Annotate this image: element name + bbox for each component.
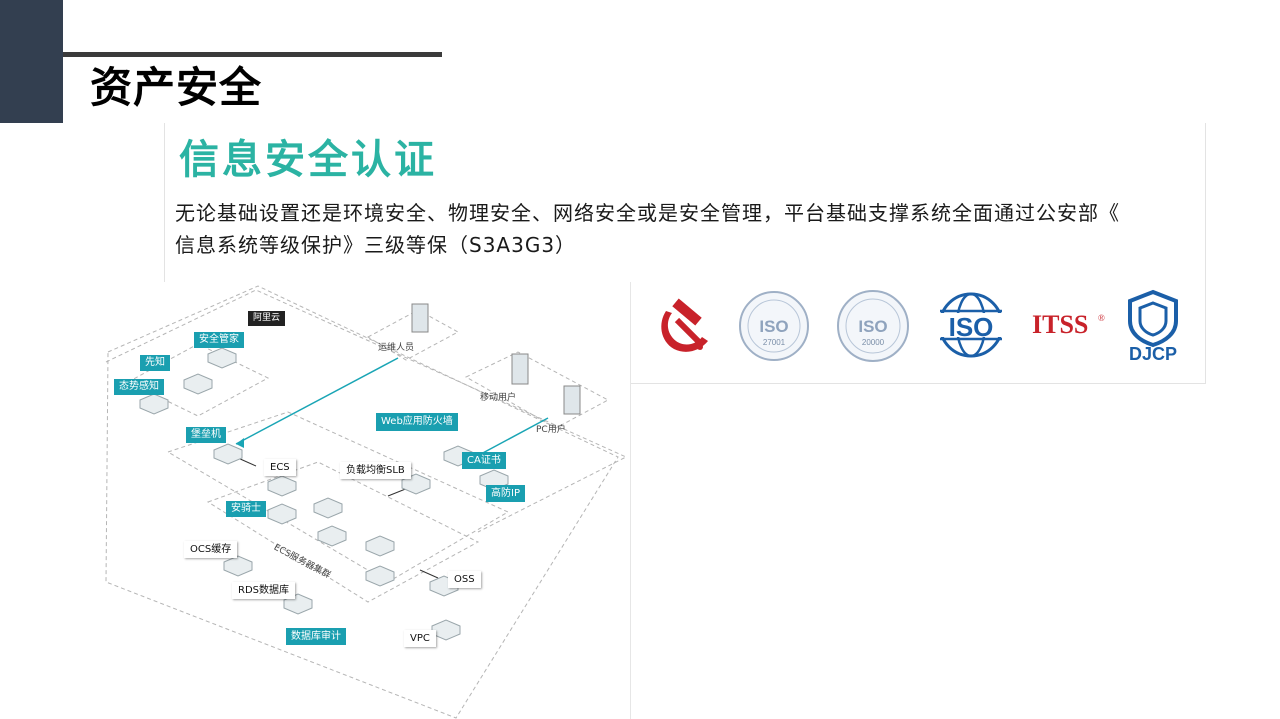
iso-27001-number: 27001 (763, 338, 786, 347)
tag-waf: Web应用防火墙 (376, 413, 458, 431)
itss-logo: ITSS ® (1030, 307, 1110, 345)
tag-db-audit: 数据库审计 (286, 628, 346, 645)
iso-20000-number: 20000 (862, 338, 885, 347)
iso-27001-badge: ISO 27001 (738, 289, 810, 367)
itss-trademark: ® (1098, 313, 1105, 323)
hammer-sickle-icon (652, 293, 714, 357)
djcp-logo: DJCP (1124, 289, 1182, 367)
label-vpc: VPC (404, 630, 436, 647)
pc-user-label: PC用户 (536, 425, 566, 435)
info-body: 无论基础设置还是环境安全、物理安全、网络安全或是安全管理，平台基础支撑系统全面通… (175, 197, 1205, 261)
iso-globe-logo: ISO (934, 291, 1008, 363)
label-ecs: ECS (264, 459, 296, 476)
tag-xianzhi: 先知 (140, 355, 170, 371)
info-heading: 信息安全认证 (179, 137, 437, 183)
tag-anquan-guanjia: 安全管家 (194, 332, 244, 348)
tag-anqishang: 安骑士 (226, 501, 266, 517)
mobile-user-label: 移动用户 (480, 393, 517, 403)
ops-label: 运维人员 (378, 343, 415, 353)
tag-taishi-ganzhi: 态势感知 (114, 379, 164, 395)
corner-decoration-block (0, 0, 63, 123)
label-rds: RDS数据库 (232, 582, 295, 599)
diagram-lines (105, 285, 628, 719)
iso-text: ISO (949, 312, 994, 342)
label-oss: OSS (448, 571, 481, 588)
info-body-line-2: 信息系统等级保护》三级等保（S3A3G3） (175, 233, 577, 257)
label-ocs: OCS缓存 (184, 541, 238, 558)
tag-gaofang-ip: 高防IP (486, 485, 525, 502)
tag-baolei-ji: 堡垒机 (186, 427, 226, 443)
certification-logos: ISO 27001 ISO 20000 ISO ITSS ® (640, 285, 1200, 375)
label-slb: 负载均衡SLB (340, 462, 411, 479)
security-architecture-diagram: 阿里云 运维人员 移动用户 PC用户 安全管家 先知 态势感知 堡垒机 ECS … (88, 282, 631, 719)
djcp-text: DJCP (1129, 344, 1177, 363)
iso-27001-text: ISO (759, 317, 788, 336)
itss-text: ITSS (1032, 310, 1088, 339)
cloud-label: 阿里云 (248, 311, 286, 326)
page-title: 资产安全 (90, 63, 263, 112)
iso-20000-badge: ISO 20000 (836, 289, 910, 367)
title-underline (63, 52, 442, 57)
info-body-line-1: 无论基础设置还是环境安全、物理安全、网络安全或是安全管理，平台基础支撑系统全面通… (175, 201, 1120, 225)
iso-20000-text: ISO (858, 317, 887, 336)
tag-ca-cert: CA证书 (462, 452, 506, 469)
